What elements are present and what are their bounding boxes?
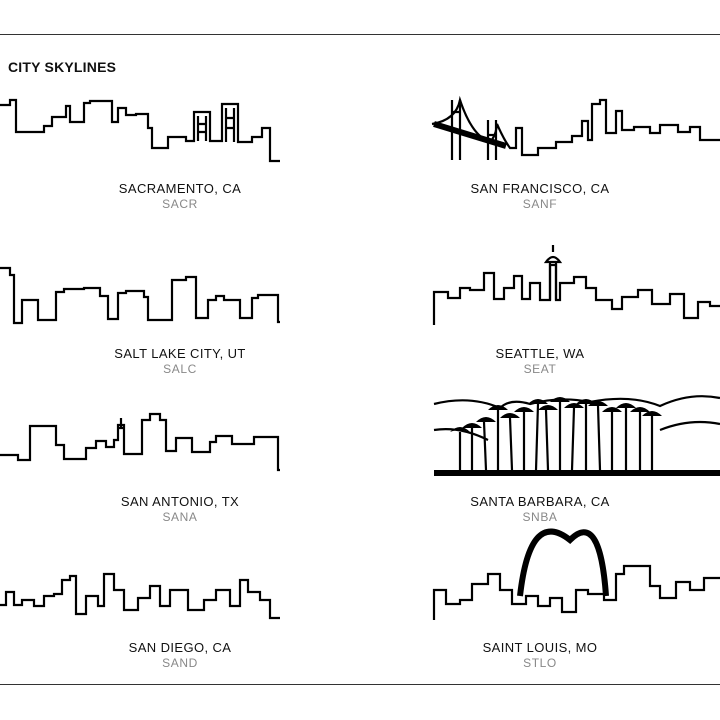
- seattle-skyline-drawing: [432, 245, 720, 325]
- city-name: SALT LAKE CITY, UT: [114, 346, 246, 361]
- city-name: SANTA BARBARA, CA: [470, 494, 610, 509]
- city-name: SAN FRANCISCO, CA: [470, 181, 610, 196]
- san-antonio-skyline-drawing: [0, 412, 280, 472]
- city-code: SNBA: [522, 510, 558, 524]
- city-code: SANF: [522, 197, 558, 211]
- city-name: SAINT LOUIS, MO: [482, 640, 598, 655]
- city-code: STLO: [523, 656, 557, 670]
- city-name: SAN DIEGO, CA: [128, 640, 232, 655]
- page-title: CITY SKYLINES: [8, 59, 117, 75]
- city-name: SACRAMENTO, CA: [118, 181, 242, 196]
- palm-trees: [450, 397, 662, 471]
- city-name: SAN ANTONIO, TX: [120, 494, 240, 509]
- sacramento-skyline-drawing: [0, 98, 280, 163]
- salt-lake-city-skyline-drawing: [0, 266, 280, 325]
- city-code: SEAT: [523, 362, 557, 376]
- bottom-divider: [0, 684, 720, 685]
- san-diego-skyline-drawing: [0, 572, 280, 620]
- city-code: SALC: [163, 362, 197, 376]
- city-code: SANA: [162, 510, 198, 524]
- santa-barbara-skyline-drawing: [433, 395, 720, 476]
- top-divider: [0, 34, 720, 35]
- saint-louis-skyline-drawing: [432, 528, 720, 620]
- city-name: SEATTLE, WA: [495, 346, 585, 361]
- city-code: SAND: [162, 656, 198, 670]
- city-code: SACR: [162, 197, 198, 211]
- san-francisco-skyline-drawing: [431, 95, 720, 160]
